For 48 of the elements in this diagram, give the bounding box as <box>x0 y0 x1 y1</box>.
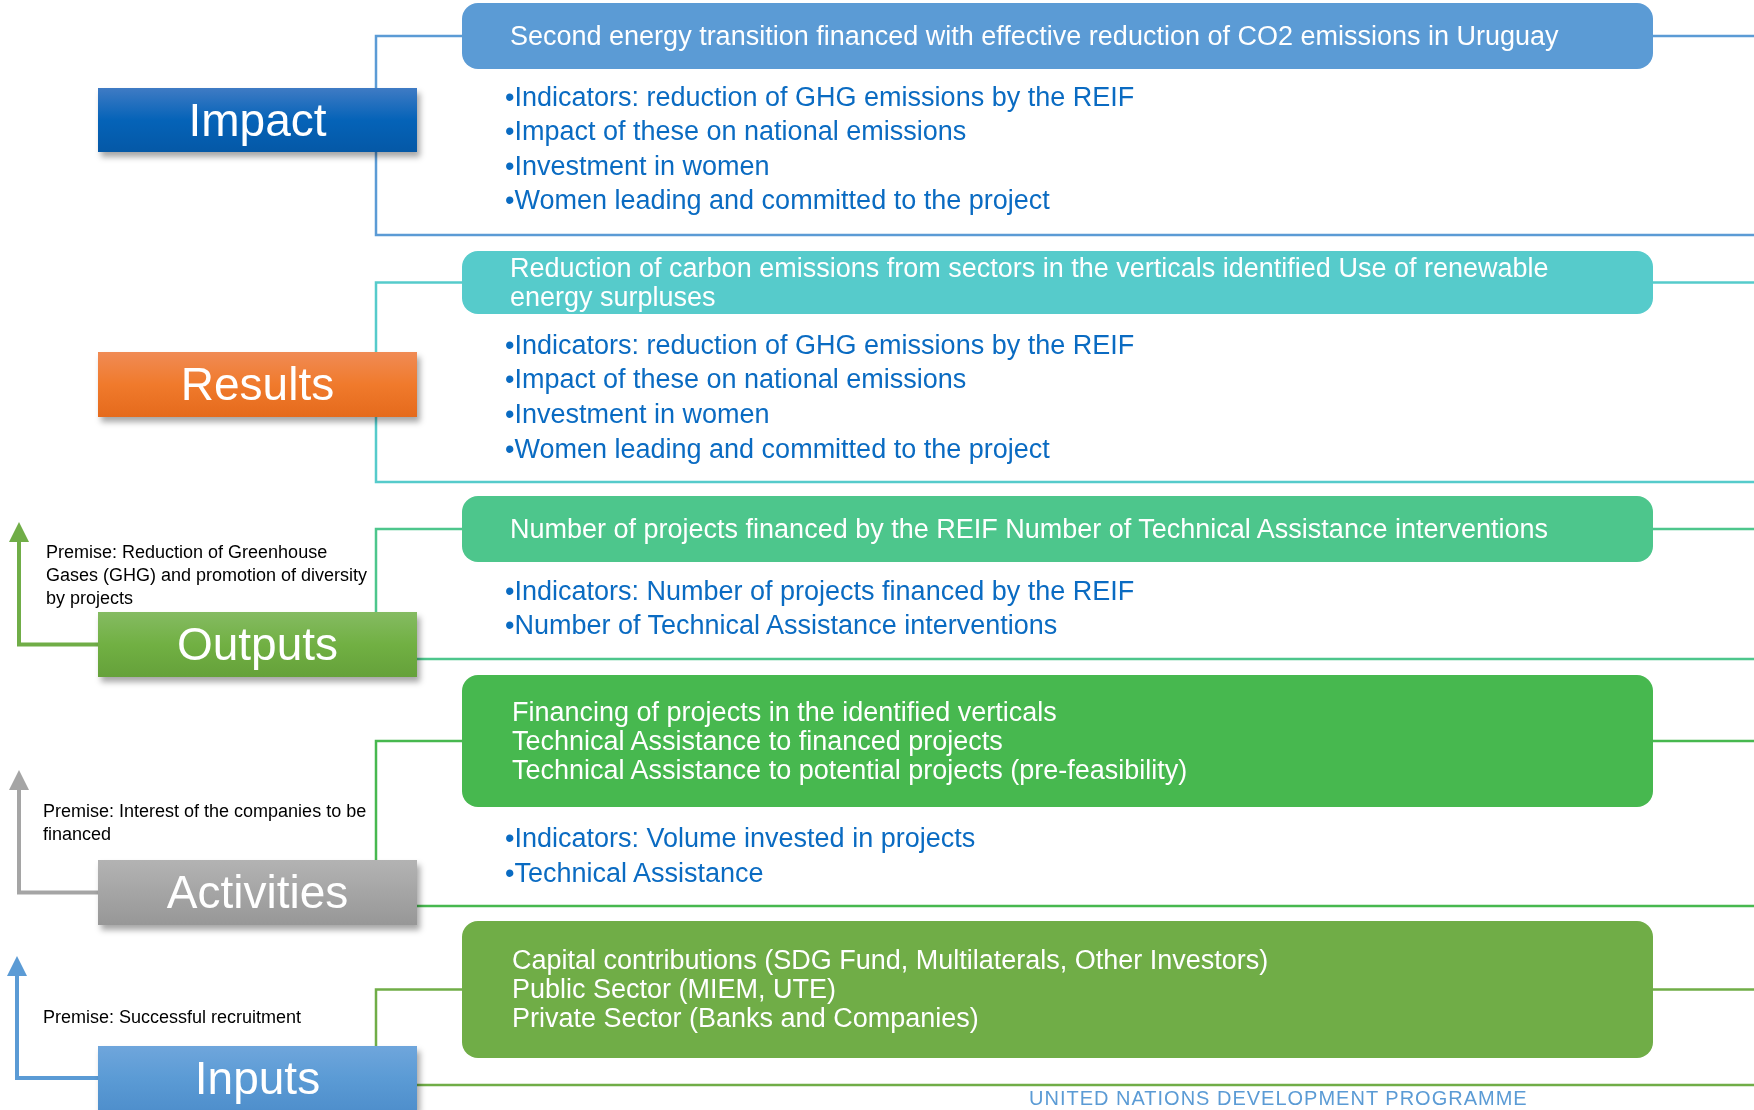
connector-line <box>374 34 462 88</box>
indicator-text: •Indicators: Number of projects financed by the REIF <box>505 575 1135 607</box>
indicator-text: •Impact of these on national emissions <box>505 363 967 395</box>
description-box <box>462 496 1653 562</box>
level-title: Activities <box>165 865 350 920</box>
indicator-text: •Technical Assistance <box>505 857 764 889</box>
indicator-text: •Indicators: reduction of GHG emissions by the REIF <box>505 81 1135 113</box>
premise-note: Premise: Reduction of Greenhouse Gases (GHG) and promotion of diversity by projects <box>46 541 369 610</box>
description-box <box>462 3 1653 69</box>
arrow <box>9 522 98 647</box>
level-box <box>98 860 417 925</box>
connector-line <box>374 281 462 352</box>
description-text: Public Sector (MIEM, UTE) <box>512 975 838 1004</box>
indicator-text: •Investment in women <box>505 150 770 182</box>
description-box <box>462 251 1653 314</box>
level-box <box>98 1046 417 1110</box>
indicator-text: •Women leading and committed to the project <box>505 433 1050 465</box>
arrow <box>9 770 98 895</box>
arrow <box>7 956 98 1080</box>
level-box <box>98 352 417 417</box>
description-box <box>462 675 1653 807</box>
description-text: Technical Assistance to financed projects <box>512 726 1004 756</box>
level-title: Results <box>179 357 336 412</box>
description-text: Private Sector (Banks and Companies) <box>512 1004 980 1033</box>
indicator-text: •Investment in women <box>505 398 770 430</box>
connector-line <box>374 527 462 612</box>
description-text: Number of projects financed by the REIF Number of Technical Assistance interventions <box>510 514 1549 544</box>
description-text: Second energy transition financed with effective reduction of CO2 emissions in Uruguay <box>510 21 1560 51</box>
connector-line <box>374 988 462 1046</box>
indicator-text: •Indicators: reduction of GHG emissions by the REIF <box>505 329 1135 361</box>
indicator-text: •Indicators: Volume invested in projects <box>505 822 976 854</box>
connector-line <box>374 739 462 860</box>
premise-note: Premise: Successful recruitment <box>43 1006 303 1029</box>
premise-note: Premise: Interest of the companies to be financed <box>43 800 368 846</box>
level-box <box>98 612 417 677</box>
level-box <box>98 88 417 152</box>
footer-text: UNITED NATIONS DEVELOPMENT PROGRAMME <box>1029 1087 1528 1110</box>
description-text: Financing of projects in the identified verticals <box>512 697 1058 727</box>
indicator-text: •Women leading and committed to the project <box>505 184 1050 216</box>
description-text: Reduction of carbon emissions from sectors in the verticals identified Use of renewable energy surpluses <box>510 253 1550 312</box>
indicator-text: •Number of Technical Assistance interventions <box>505 609 1058 641</box>
level-title: Impact <box>187 93 328 148</box>
description-text: Technical Assistance to potential projects (pre-feasibility) <box>512 755 1189 785</box>
indicator-text: •Impact of these on national emissions <box>505 115 967 147</box>
level-title: Outputs <box>175 617 340 672</box>
description-text: Capital contributions (SDG Fund, Multilaterals, Other Investors) <box>512 946 1270 975</box>
level-title: Inputs <box>193 1051 322 1106</box>
description-box <box>462 921 1653 1058</box>
